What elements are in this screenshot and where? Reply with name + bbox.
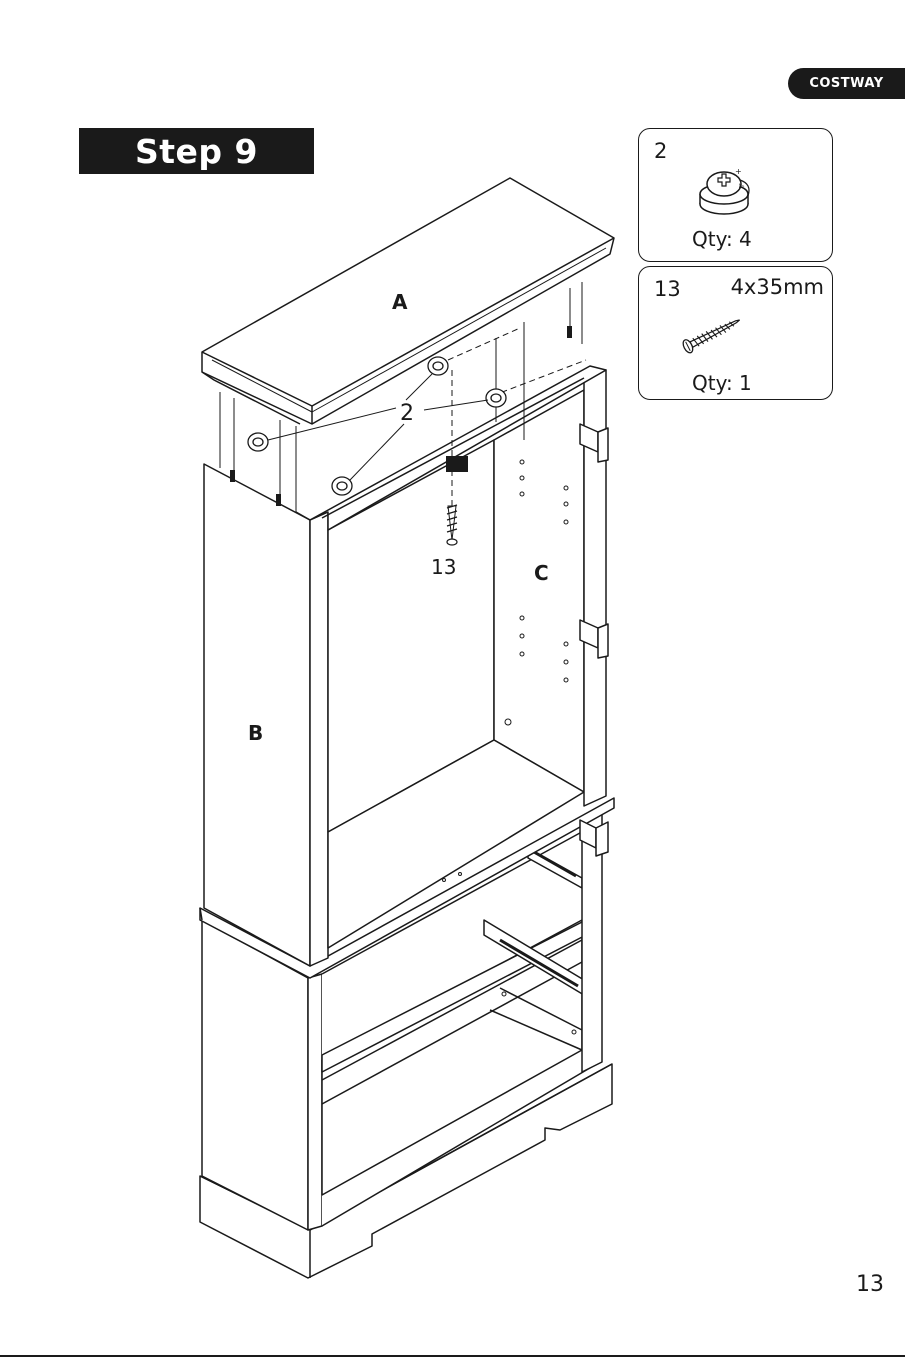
panel-label-b: B	[248, 721, 263, 745]
panel-label-a: A	[392, 290, 408, 314]
panel-label-c: C	[534, 561, 549, 585]
footer-rule	[0, 1355, 905, 1357]
callout-cam-lock: 2	[400, 401, 414, 426]
page-number: 13	[856, 1272, 884, 1297]
callout-screw: 13	[431, 555, 456, 579]
